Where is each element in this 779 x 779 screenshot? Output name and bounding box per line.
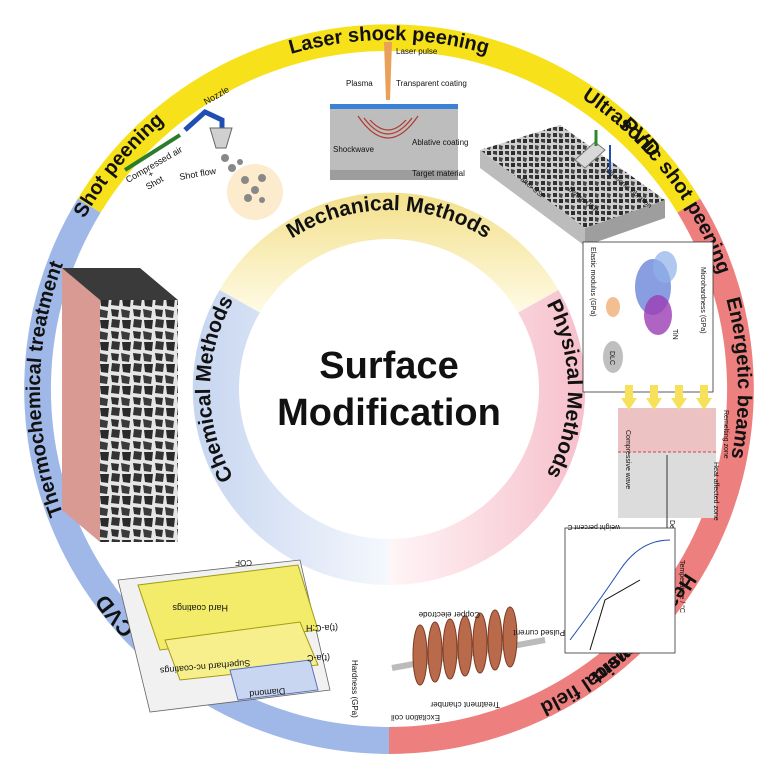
pvd-x-axis-label: Microhardness (GPa) [699, 267, 706, 334]
shot-flow-label: Shot flow [179, 166, 218, 182]
cvd-cof-label: COF [235, 558, 252, 567]
cvd-hardness-label: Hardness (GPa) [350, 660, 359, 718]
shot-shot-label: Shot [144, 174, 165, 192]
cvd-diamond-label: Diamond [249, 686, 286, 699]
laser-ablative-coating-label: Ablative coating [412, 138, 468, 147]
cvd-tac-label: (t)a-C [307, 653, 330, 663]
inner-segment-mechanical [219, 192, 559, 316]
thermochemical-block-figure [62, 268, 178, 542]
laser-shockwave-label: Shockwave [333, 145, 374, 154]
center-title-line1: Surface [319, 345, 458, 387]
field-pulsed-current-label: Pulsed current [513, 628, 565, 637]
laser-pulse-label: Laser pulse [396, 47, 438, 56]
heat-treatment-figure: weight percent C Temperature / °C [564, 523, 686, 654]
field-copper-electrode-label: Copper electrode [418, 610, 480, 619]
field-treatment-chamber-label: Treatment chamber [430, 700, 500, 709]
shot-peening-figure: Compressed air + Shot Nozzle Shot flow [123, 84, 283, 220]
pvd-tin-label: TiN [671, 329, 678, 340]
center-title-line2: Modification [277, 392, 501, 434]
heat-temperature-label: Temperature / °C [678, 560, 686, 613]
cvd-hard-coatings-label: Hard coatings [172, 603, 228, 613]
pvd-dlc-label: DLC [608, 351, 615, 365]
beams-remelting-zone-label: Remelting zone [722, 410, 729, 459]
ultrasonic-shot-peening-figure: after USP before USP Ultrasonic vibratio… [480, 125, 665, 246]
laser-shock-figure: Laser pulse Plasma Transparent coating S… [330, 42, 468, 180]
pvd-y-axis-label: Elastic modulus (GPa) [589, 247, 596, 317]
shot-plus-label: + [146, 168, 156, 179]
physical-field-figure: Copper electrode Pulsed current Treatmen… [391, 606, 565, 722]
cvd-tac-h-label: (t)a-C:H [306, 623, 338, 633]
heat-weight-percent-label: weight percent C [567, 523, 621, 530]
laser-transparent-coating-label: Transparent coating [396, 79, 467, 88]
laser-plasma-label: Plasma [346, 79, 373, 88]
cvd-chart-figure: Hard coatings Superhard nc-coatings Diam… [117, 558, 359, 718]
pvd-chart-figure: Microhardness (GPa) Elastic modulus (GPa… [582, 241, 714, 393]
ring-segment-chemical [24, 198, 389, 755]
energetic-beams-figure: Compressive wave Remelting zone Heat aff… [618, 385, 729, 539]
field-excitation-coil-label: Excitation coil [391, 713, 440, 722]
inner-ring [192, 192, 586, 586]
beams-heat-affected-zone-label: Heat affected zone [712, 462, 719, 521]
laser-target-material-label: Target material [412, 169, 465, 178]
ring-segment-mechanical [77, 24, 701, 213]
beams-compressive-wave-label: Compressive wave [624, 430, 631, 489]
